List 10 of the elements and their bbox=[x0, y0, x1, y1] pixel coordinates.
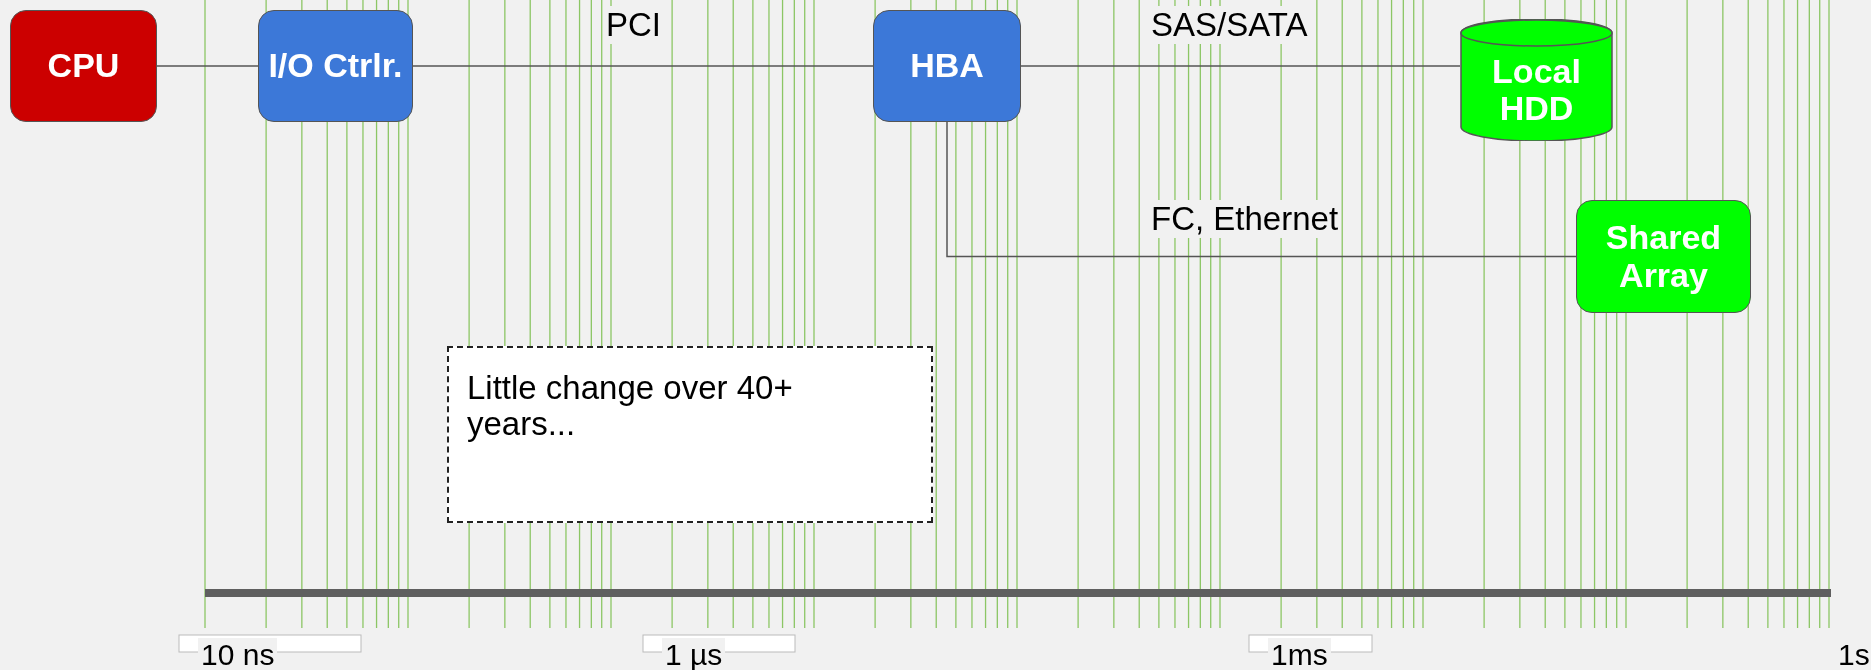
connector-line bbox=[412, 65, 874, 67]
connector-line bbox=[156, 65, 259, 67]
cpu-box: CPU bbox=[10, 10, 157, 122]
hba-box: HBA bbox=[873, 10, 1021, 122]
disk-cylinder: Local HDD bbox=[1460, 19, 1613, 141]
controller-box: I/O Ctrlr. bbox=[258, 10, 413, 122]
connector-line bbox=[946, 121, 1577, 258]
note-box: Little change over 40+ years... bbox=[447, 346, 933, 523]
storage-array-box: Shared Array bbox=[1576, 200, 1751, 313]
connector-line bbox=[1020, 65, 1461, 67]
